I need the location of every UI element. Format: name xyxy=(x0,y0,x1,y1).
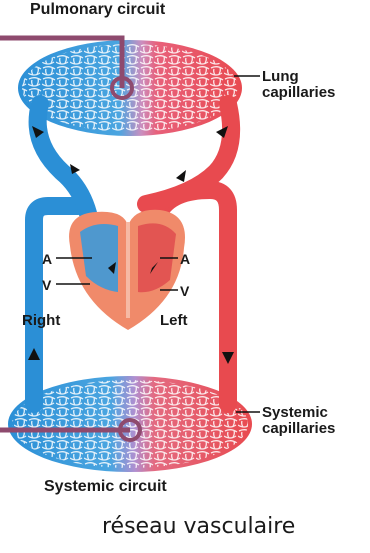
lung-capillaries-label: Lung capillaries xyxy=(262,69,335,101)
systemic-capillary-bed xyxy=(8,376,252,472)
systemic-circuit-title: Systemic circuit xyxy=(44,479,167,496)
pulmonary-circuit-title: Pulmonary circuit xyxy=(30,2,165,19)
caption: réseau vasculaire xyxy=(102,514,295,539)
right-ventricle-label: V xyxy=(42,278,51,293)
right-side-label: Right xyxy=(22,313,60,329)
systemic-capillaries-label: Systemic capillaries xyxy=(262,405,335,437)
left-side-label: Left xyxy=(160,313,188,329)
left-ventricle-label: V xyxy=(180,284,189,299)
right-atrium-label: A xyxy=(42,252,52,267)
left-atrium-label: A xyxy=(180,252,190,267)
